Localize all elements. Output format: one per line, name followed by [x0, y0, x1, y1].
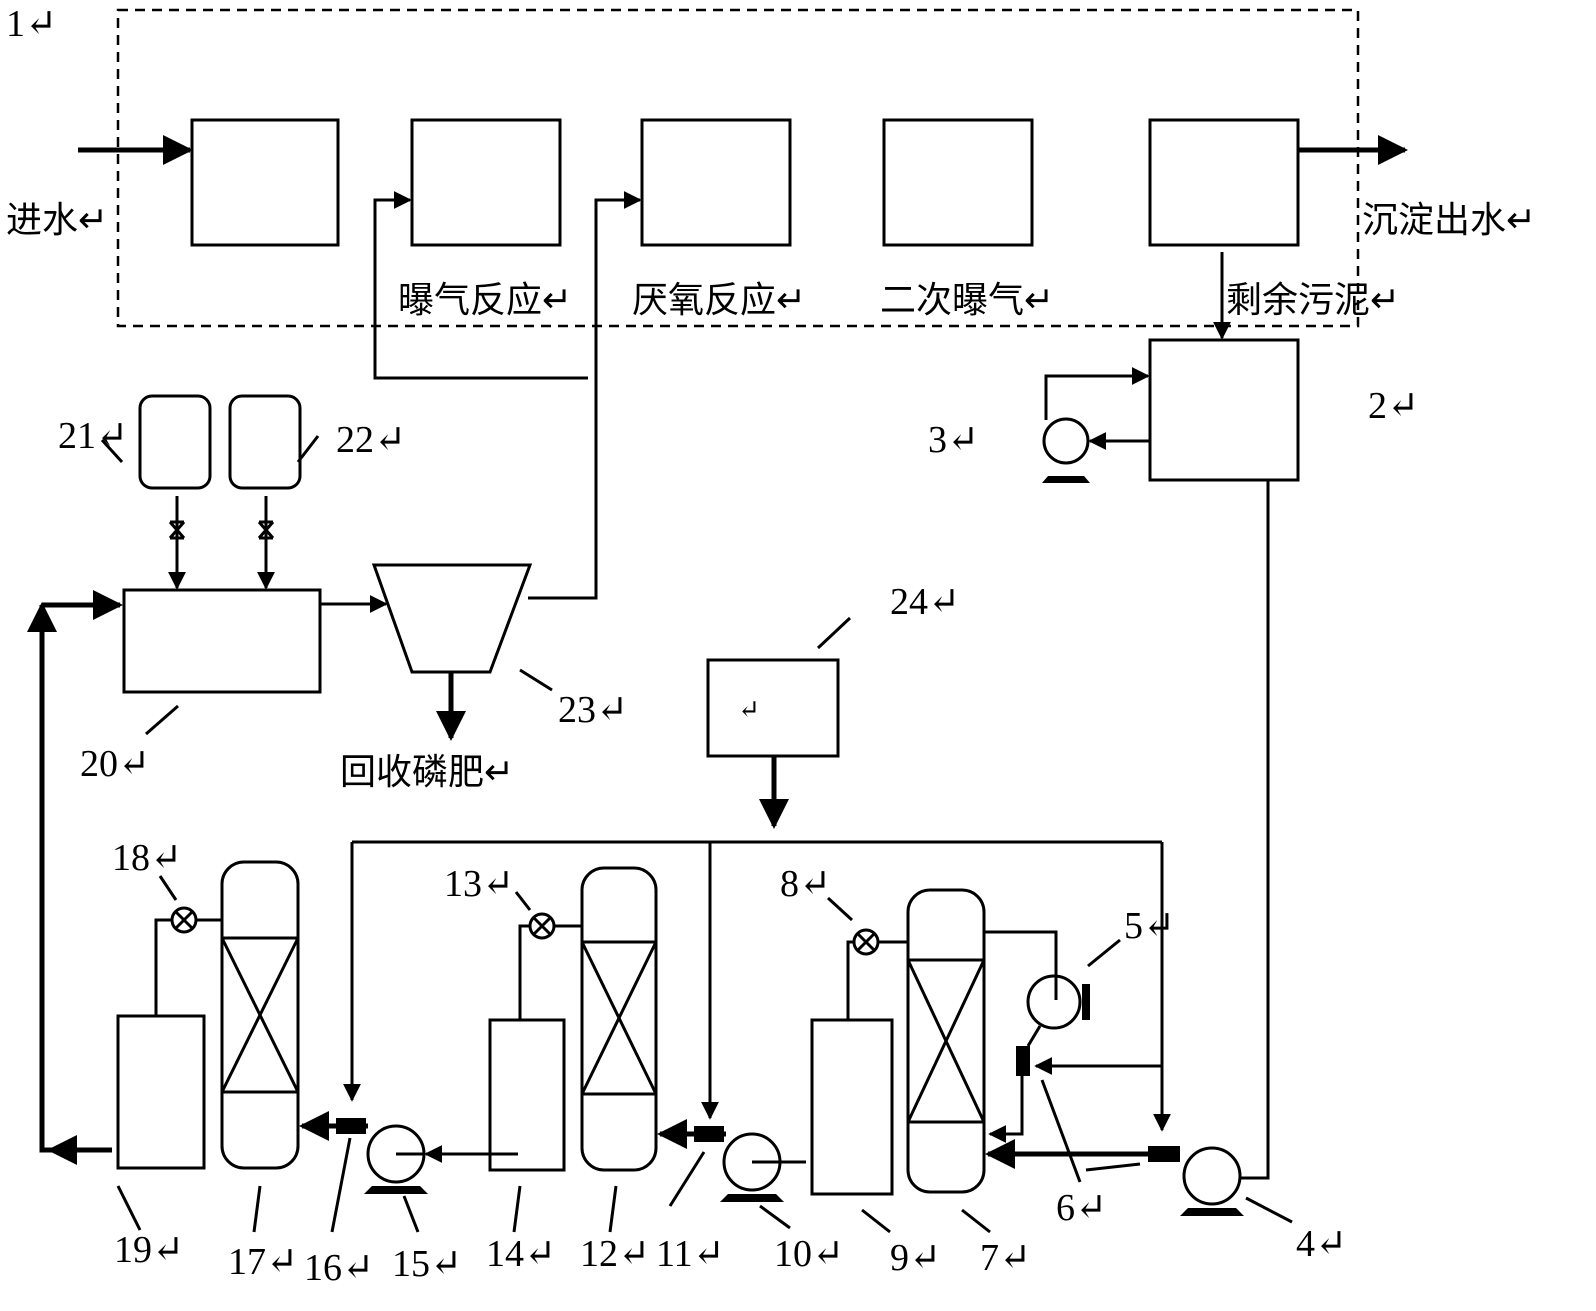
aeration-tank [410, 118, 562, 247]
pump-5 [1026, 974, 1082, 1030]
settler-23 [371, 563, 533, 674]
leader-5 [1087, 938, 1121, 968]
label-3: 3↵ [928, 419, 979, 461]
label-22: 22↵ [336, 419, 406, 461]
label-24: 24↵ [890, 581, 960, 623]
mixer-6 [1148, 1146, 1180, 1162]
c12-x2 [580, 941, 658, 1095]
g13-down [518, 924, 530, 1020]
c7-x2 [906, 959, 986, 1123]
p5-link [1026, 1025, 1042, 1047]
pump-5-inlet [984, 930, 1058, 1000]
system-boundary [116, 8, 1360, 328]
valve-21 [168, 520, 186, 540]
label-excess-sludge: 剩余污泥↵ [1226, 280, 1400, 321]
label-8: 8↵ [780, 863, 831, 905]
label-23: 23↵ [558, 689, 628, 731]
label-9: 9↵ [890, 1237, 941, 1279]
anaerobic-tank [640, 118, 792, 247]
label-4: 4↵ [1296, 1223, 1347, 1265]
label-10: 10↵ [774, 1233, 844, 1275]
tank-24 [706, 658, 840, 758]
g18-down [154, 918, 172, 1016]
tank-9 [810, 1018, 894, 1196]
pump-15-base [364, 1186, 428, 1194]
mixer-5 [1016, 1046, 1030, 1076]
label-14: 14↵ [486, 1233, 556, 1275]
inlet-tank [190, 118, 340, 247]
leader-22 [296, 435, 320, 463]
pump-3-recirc [1044, 367, 1150, 420]
label-anaerobic: 厌氧反应↵ [632, 280, 806, 321]
pump-10-base [720, 1194, 784, 1202]
label-15: 15↵ [392, 1243, 462, 1285]
leader-20 [145, 704, 179, 736]
pump-5-motor [1082, 984, 1090, 1020]
label-5: 5↵ [1124, 905, 1175, 947]
label-6: 6↵ [1056, 1187, 1107, 1229]
storage-tank-22 [228, 394, 302, 490]
line-5-7 [988, 1076, 1024, 1143]
leader-17 [252, 1185, 262, 1233]
label-secondary-aeration: 二次曝气↵ [880, 280, 1054, 321]
c17-x2 [220, 937, 300, 1093]
storage-tank-21 [138, 394, 212, 490]
leader-21 [100, 438, 124, 464]
sedimentation-tank [1148, 118, 1300, 247]
secondary-aeration-tank [882, 118, 1034, 247]
label-outlet: 沉淀出水↵ [1362, 200, 1536, 241]
g8-down [846, 940, 854, 1020]
return-line-aeration [373, 191, 588, 380]
label-17: 17↵ [228, 1241, 298, 1283]
line-19-20 [27, 602, 112, 1153]
leader-15 [402, 1195, 420, 1233]
pump-3-base [1042, 476, 1090, 483]
leader-13 [514, 891, 532, 911]
label-phosphate-fertilizer: 回收磷肥↵ [340, 752, 514, 793]
leader-11 [668, 1151, 706, 1207]
label-20: 20↵ [80, 743, 150, 785]
label-system-1: 1↵ [6, 3, 57, 45]
label-box24-mark: ↵ [738, 695, 760, 724]
line-tank2-pump4 [1240, 480, 1270, 1180]
leader-12 [608, 1185, 618, 1233]
leader-24 [816, 616, 852, 650]
pump-4 [1182, 1146, 1242, 1206]
pump-4-base [1180, 1208, 1244, 1216]
label-21: 21↵ [58, 415, 128, 457]
pump-3 [1042, 417, 1090, 465]
label-inlet: 进水↵ [6, 200, 108, 241]
leader-16 [330, 1137, 352, 1233]
leader-6b [1040, 1079, 1082, 1183]
return-line-anaerobic [528, 191, 642, 600]
tank-19 [116, 1014, 206, 1170]
label-12: 12↵ [580, 1233, 650, 1275]
label-7: 7↵ [980, 1237, 1031, 1279]
leader-6 [1085, 1162, 1141, 1172]
leader-23 [519, 668, 553, 692]
leader-10 [759, 1204, 791, 1230]
label-2: 2↵ [1368, 385, 1419, 427]
leader-19 [116, 1185, 142, 1231]
label-13: 13↵ [444, 863, 514, 905]
tank-14 [488, 1018, 566, 1172]
sludge-tank-2 [1148, 338, 1300, 482]
leader-18 [158, 875, 178, 901]
leader-9 [861, 1208, 891, 1234]
valve-22 [257, 520, 275, 540]
label-aeration: 曝气反应↵ [398, 280, 572, 321]
leader-14 [512, 1185, 522, 1233]
label-19: 19↵ [114, 1229, 184, 1271]
label-16: 16↵ [304, 1247, 374, 1289]
label-11: 11↵ [656, 1233, 724, 1275]
leader-4 [1245, 1196, 1293, 1224]
reaction-tank-20 [122, 588, 322, 694]
leader-8 [826, 896, 854, 922]
leader-7 [961, 1208, 991, 1234]
label-18: 18↵ [112, 837, 182, 879]
